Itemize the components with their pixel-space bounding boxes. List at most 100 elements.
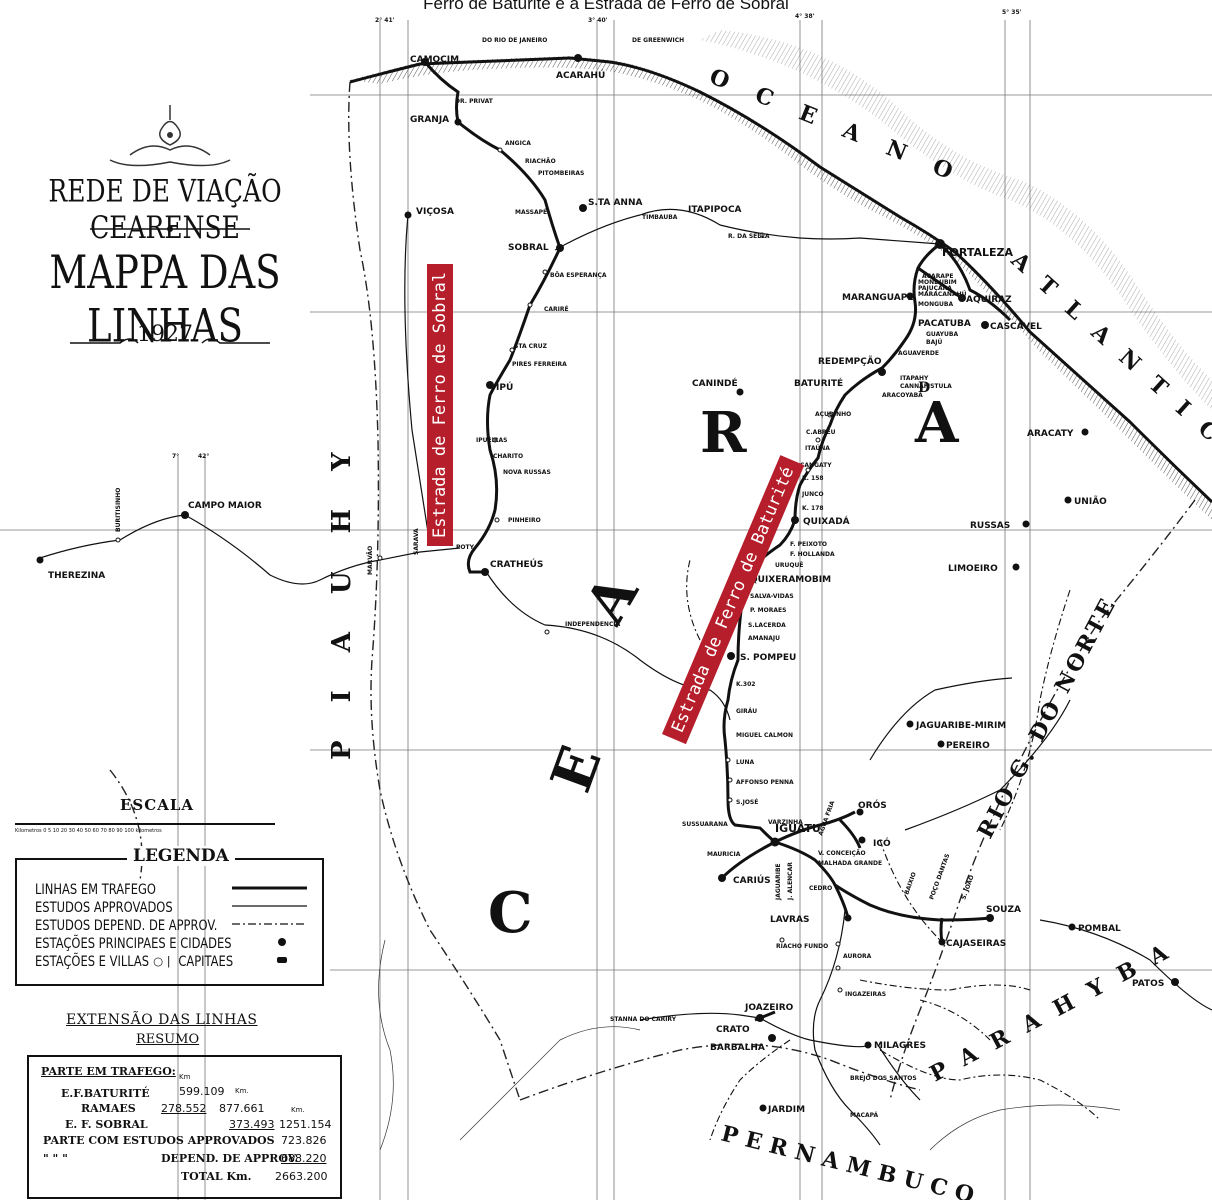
meridian-2-41: 2° 41' [375, 17, 395, 24]
graticule [0, 20, 1212, 1200]
city-f-hollanda: F. HOLLANDA [790, 551, 835, 558]
city-lavras: LAVRAS [770, 915, 809, 925]
legend-row-depend: ESTUDOS DEPEND. DE APPROV. [35, 916, 218, 934]
ext-estudos-val: 723.826 [281, 1134, 327, 1147]
city-jaguaribe: JAGUARIBE [775, 863, 782, 901]
city-pires-ferreira: PIRES FERREIRA [512, 361, 567, 368]
region-ceara-d: D [918, 380, 930, 396]
city-pombal: POMBAL [1078, 924, 1121, 934]
city-limoeiro: LIMOEIRO [948, 564, 998, 574]
city-cannafistula: CANNAFISTULA [900, 383, 952, 390]
city-camocim: CAMOCIM [410, 55, 459, 65]
ext-trafego-total: 1251.154 [279, 1118, 332, 1131]
region-parahyba: PARAHYBA [926, 931, 1189, 1087]
city-uniao: UNIÃO [1074, 496, 1107, 507]
city-varzinha: VARZINHA [768, 819, 803, 826]
city-riacho-fundo: RIACHO FUNDO [776, 943, 828, 950]
extension-title: EXTENSÃO DAS LINHAS [66, 1012, 258, 1028]
city-s-pompeu: S. POMPEU [740, 653, 796, 663]
city-redempcao: REDEMPÇÃO [818, 356, 882, 367]
city-buritisinho: BURITISINHO [115, 488, 122, 532]
city-angica: ANGICA [505, 140, 531, 147]
ext-dittos: " " " [43, 1152, 68, 1165]
region-ceara-a2: A [914, 390, 960, 456]
city-granja: GRANJA [410, 115, 449, 125]
ext-depend-label: DEPEND. DE APPROV. [161, 1152, 299, 1165]
city-boa-esperanca: BÔA ESPERANÇA [550, 272, 607, 279]
city-s-lacerda: S.LACERDA [748, 622, 786, 629]
city-k302: K.302 [736, 681, 755, 688]
city-massape: MASSAPÉ [515, 208, 547, 216]
map-title-line2: MAPPA DAS LINHAS [49, 245, 281, 353]
city-monguba: MONGUBA [918, 301, 953, 308]
city-ingazeiras: INGAZEIRAS [845, 991, 886, 998]
city-pacatuba: PACATUBA [918, 319, 971, 329]
scale-units: Kilometros 0 5 10 20 30 40 50 60 70 80 9… [15, 828, 162, 834]
city-aurora: AURORA [843, 953, 872, 960]
ext-total-label: TOTAL Km. [181, 1170, 252, 1183]
coastline [349, 30, 1212, 520]
ext-baturite-val: 599.109 [179, 1085, 225, 1098]
city-itapahy: ITAPAHY [900, 375, 929, 382]
meridian-labels: 2° 41' 3° 40' 4° 38' 5° 35' 7° 42° DO RI… [172, 9, 1022, 460]
ext-sobral-label: E. F. SOBRAL [65, 1118, 148, 1131]
city-milagres: MILAGRES [874, 1041, 926, 1051]
city-quixeramobim: QUIXERAMOBIM [750, 575, 831, 585]
city-maracanahu: MARACANAHÚ [918, 291, 967, 298]
meridian-rio: DO RIO DE JANEIRO [482, 37, 547, 44]
small-stations [115, 147, 843, 993]
city-acudinho: AÇUDINHO [815, 411, 851, 418]
city-carire: CARIRÉ [544, 305, 569, 313]
station-markers [36, 54, 1179, 1112]
ext-km-dot: Km. [235, 1087, 249, 1095]
region-piauhy: PIAUHY [327, 414, 357, 760]
banner-sobral: Estrada de Ferro de Sobral [427, 263, 453, 546]
city-guayuba: GUAYUBA [926, 331, 958, 338]
ext-ramaes-val: 278.552 [161, 1102, 207, 1115]
city-jaguaribe-mirim: JAGUARIBE-MIRIM [915, 721, 1006, 731]
region-ceara-e: E [538, 738, 615, 801]
city-charito: CHARITO [493, 453, 523, 460]
city-sarava: SARAVA [413, 528, 420, 555]
city-baju: BAJÚ [926, 339, 942, 346]
meridian-4-38: 4° 38' [795, 13, 815, 20]
city-girau: GIRÁU [736, 708, 757, 715]
meridian-3-40: 3° 40' [588, 17, 608, 24]
city-maranguape: MARANGUAPE [842, 293, 913, 303]
ext-parte-trafego: PARTE EM TRAFEGO: [41, 1065, 176, 1078]
map-title-year: 1927 [137, 322, 193, 347]
legend-row-approved: ESTUDOS APPROVADOS [35, 898, 173, 916]
city-jardim: JARDIM [767, 1105, 805, 1115]
city-pinheiro: PINHEIRO [508, 517, 541, 524]
ext-ramaes-label: RAMAES [81, 1102, 136, 1115]
legend-row-stations: ESTAÇÕES PRINCIPAES E CIDADES [35, 934, 232, 952]
ext-km-dot-2: Km. [291, 1106, 305, 1114]
city-s-jose: S.JOSÉ [736, 798, 758, 806]
ext-estudos-label: PARTE COM ESTUDOS APPROVADOS [43, 1134, 275, 1147]
city-caninde: CANINDÉ [692, 377, 738, 389]
city-souza: SOUZA [986, 905, 1021, 915]
city-ipu: IPÚ [496, 381, 513, 393]
city-vicosa: VIÇOSA [416, 207, 454, 217]
city-baixio: BAIXIO [903, 871, 918, 895]
ornament [109, 105, 231, 167]
city-sussuarana: SUSSUARANA [682, 821, 728, 828]
meridian-greenwich: DE GREENWICH [632, 37, 684, 44]
city-mauricia: MAURICIA [707, 851, 741, 858]
city-mondubim: MONDUBIM [918, 279, 957, 286]
ext-km-header: Km [179, 1073, 191, 1081]
city-timbauba: TIMBAUBA [642, 214, 678, 221]
city-amanaju: AMANAJU [748, 635, 780, 642]
city-brejo-santos: BREJO DOS SANTOS [850, 1075, 917, 1082]
city-s-joao: S. JOÃO [960, 874, 975, 900]
city-macapa: MACAPÁ [850, 1112, 879, 1119]
city-cascavel: CASCAVEL [990, 322, 1042, 332]
city-santanna-cariry: STANNA DO CARIRY [610, 1016, 677, 1023]
city-sta-cruz: STA CRUZ [514, 343, 548, 350]
city-iguatu: IGUATU [775, 822, 821, 835]
region-ceara-r: R [700, 400, 747, 466]
figure-caption: Ferro de Baturité e a Estrada de Ferro d… [423, 0, 789, 13]
city-acarahu: ACARAHÚ [556, 69, 605, 81]
rivers [378, 939, 1121, 1151]
city-acarape: ACARAPE [922, 273, 953, 280]
